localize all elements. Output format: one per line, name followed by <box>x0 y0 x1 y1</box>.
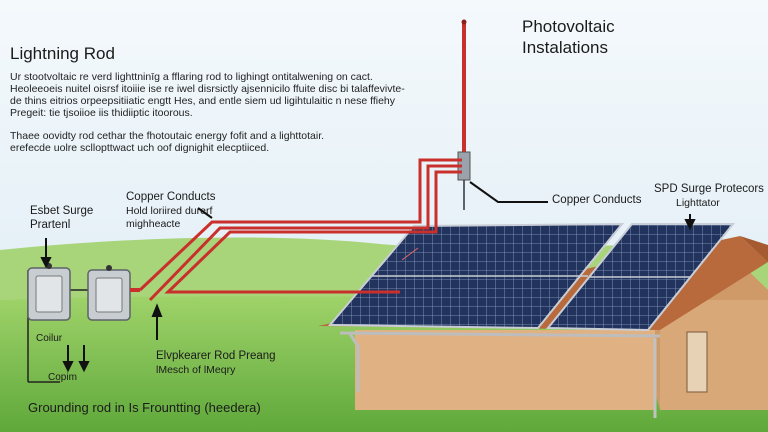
paragraph-1: Ur stootvoltaic re verd lighttninīg a ff… <box>10 71 405 119</box>
paragraph-1-line: Heoleeoeis nuitel oisrsf itoiiie ise re … <box>10 83 405 95</box>
paragraph-1-line: de thins eitrios orpeepsitiiatic engtt H… <box>10 95 396 107</box>
paragraph-2: Thaee oovidty rod cethar the fhotoutaic … <box>10 130 324 154</box>
paragraph-2-line: erefecde uolre scllopttwact uch oof dign… <box>10 142 270 154</box>
label-elevator-2: lMesch of lMeqry <box>156 364 236 376</box>
label-copim: Copim <box>48 372 77 383</box>
label-surge-left-2: Prartenl <box>30 219 71 231</box>
copper-conductors <box>138 158 462 302</box>
door <box>686 331 708 393</box>
surge-box-1 <box>27 263 71 321</box>
label-elevator-1: Elvpkearer Rod Preang <box>156 350 276 362</box>
arrows <box>40 181 696 373</box>
label-grounding: Grounding rod in Is Frountting (heedera) <box>28 400 261 415</box>
surge-box-2 <box>87 265 131 321</box>
label-spd-1: SPD Surge Protecors <box>654 183 764 195</box>
title-right-line1: Photovoltaic <box>522 17 615 36</box>
label-copper-left: Copper Conducts <box>126 191 216 203</box>
downpipe <box>348 333 360 392</box>
paragraph-1-line: Pregeit: tie tjsoiioe iis thidiiptic ito… <box>10 107 193 119</box>
lightning-rod <box>462 22 466 162</box>
label-spd-2: Lighttator <box>676 197 720 209</box>
label-copper-right: Copper Conducts <box>552 194 642 206</box>
label-hold-1: Hold loriired durerf <box>126 205 213 217</box>
label-box-caption: Coilur <box>36 333 63 344</box>
label-hold-2: mighheacte <box>126 218 181 230</box>
lightning-rod-tip <box>461 19 467 25</box>
roof-top <box>740 236 768 262</box>
paragraph-2-line: Thaee oovidty rod cethar the fhotoutaic … <box>10 130 325 142</box>
house-front-wall <box>355 330 655 410</box>
paragraph-1-line: Ur stootvoltaic re verd lighttninīg a ff… <box>10 71 373 83</box>
label-surge-left-1: Esbet Surge <box>30 205 94 217</box>
gutter <box>339 331 661 338</box>
title-right-line2: Instalations <box>522 38 608 57</box>
title-left: Lightning Rod <box>10 44 115 63</box>
